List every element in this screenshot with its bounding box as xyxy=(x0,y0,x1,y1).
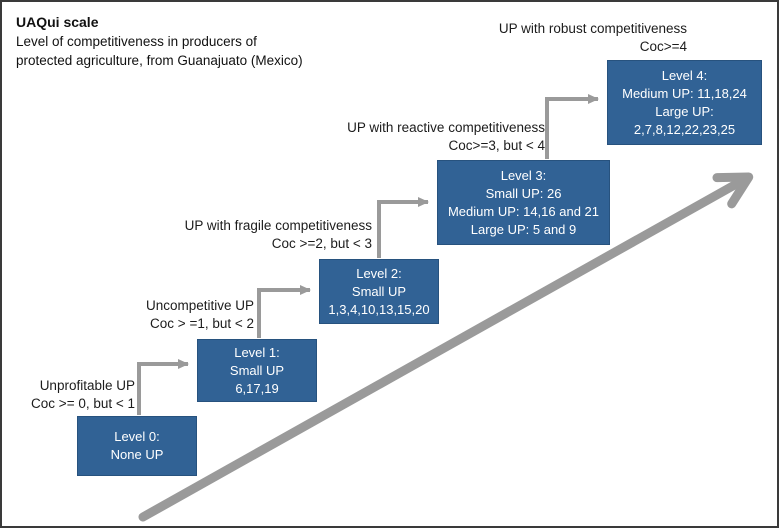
level-3-label: UP with reactive competitiveness Coc>=3,… xyxy=(322,119,545,155)
level-4-box: Level 4: Medium UP: 11,18,24 Large UP: 2… xyxy=(607,60,762,145)
level-4-box-line: 2,7,8,12,22,23,25 xyxy=(633,121,736,137)
connector-arrow-l1-l2 xyxy=(257,285,311,338)
level-3-box-line: Medium UP: 14,16 and 21 xyxy=(447,203,600,219)
level-0-box: Level 0: None UP xyxy=(77,416,197,476)
level-3-box: Level 3: Small UP: 26 Medium UP: 14,16 a… xyxy=(437,160,610,245)
diagram-title: UAQui scale xyxy=(16,14,99,30)
level-1-box-line: Small UP xyxy=(229,362,285,378)
level-2-box-line: 1,3,4,10,13,15,20 xyxy=(328,301,430,317)
level-1-box: Level 1: Small UP 6,17,19 xyxy=(197,339,317,402)
growth-arrow xyxy=(138,172,754,522)
level-1-label-range: Coc > =1, but < 2 xyxy=(150,316,254,331)
level-4-label: UP with robust competitiveness Coc>=4 xyxy=(432,20,687,56)
level-2-label-range: Coc >=2, but < 3 xyxy=(271,236,372,251)
level-1-box-line: Level 1: xyxy=(234,344,280,360)
level-1-label: Uncompetitive UP Coc > =1, but < 2 xyxy=(62,297,254,333)
level-0-label-name: Unprofitable UP xyxy=(39,378,135,393)
level-1-label-name: Uncompetitive UP xyxy=(145,298,254,313)
level-1-box-line: 6,17,19 xyxy=(235,380,279,396)
level-2-box-line: Level 2: xyxy=(356,265,402,281)
level-3-box-line: Small UP: 26 xyxy=(485,185,562,201)
level-2-box-line: Small UP xyxy=(351,283,407,299)
level-3-box-line: Large UP: 5 and 9 xyxy=(470,221,577,237)
connector-arrow-l0-l1 xyxy=(137,359,189,415)
level-2-label: UP with fragile competitiveness Coc >=2,… xyxy=(152,217,372,253)
level-0-box-line: None UP xyxy=(110,447,164,462)
level-4-box-line: Medium UP: 11,18,24 xyxy=(622,85,747,101)
title-block: UAQui scale Level of competitiveness in … xyxy=(16,13,303,70)
level-2-label-name: UP with fragile competitiveness xyxy=(184,218,372,233)
connector-arrow-l2-l3 xyxy=(377,197,429,258)
level-3-label-name: UP with reactive competitiveness xyxy=(347,120,545,135)
level-0-box-line: Level 0: xyxy=(114,429,160,444)
connector-arrow-l3-l4 xyxy=(545,94,599,159)
level-4-box-line: Large UP: xyxy=(655,103,714,119)
level-4-label-name: UP with robust competitiveness xyxy=(498,21,687,36)
level-0-label: Unprofitable UP Coc >= 0, but < 1 xyxy=(2,377,135,413)
diagram-subtitle-line2: protected agriculture, from Guanajuato (… xyxy=(16,53,303,68)
diagram-subtitle-line1: Level of competitiveness in producers of xyxy=(16,34,257,49)
level-4-box-line: Level 4: xyxy=(661,67,708,83)
level-3-box-line: Level 3: xyxy=(500,167,547,183)
level-0-label-range: Coc >= 0, but < 1 xyxy=(31,396,135,411)
level-3-label-range: Coc>=3, but < 4 xyxy=(448,138,545,153)
level-2-box: Level 2: Small UP 1,3,4,10,13,15,20 xyxy=(319,259,439,324)
level-4-label-range: Coc>=4 xyxy=(639,39,687,54)
